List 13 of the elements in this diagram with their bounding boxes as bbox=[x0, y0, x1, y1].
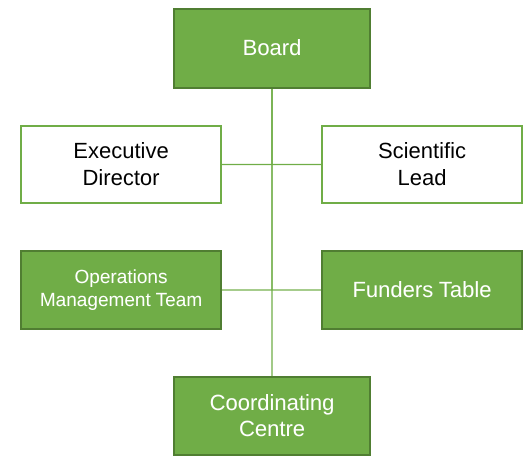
box-label: Coordinating Centre bbox=[208, 390, 336, 442]
box-label: Executive Director bbox=[72, 138, 170, 191]
org-box bbox=[321, 125, 523, 204]
org-box bbox=[173, 8, 371, 89]
org-box bbox=[20, 250, 222, 330]
org-box bbox=[321, 250, 523, 330]
org-box bbox=[20, 125, 222, 204]
box-label: Scientific Lead bbox=[376, 138, 468, 191]
org-box bbox=[173, 376, 371, 456]
box-label: Funders Table bbox=[352, 276, 492, 304]
box-label: Operations Management Team bbox=[38, 267, 204, 313]
box-label: Board bbox=[242, 35, 302, 62]
connector-line bbox=[271, 89, 273, 376]
